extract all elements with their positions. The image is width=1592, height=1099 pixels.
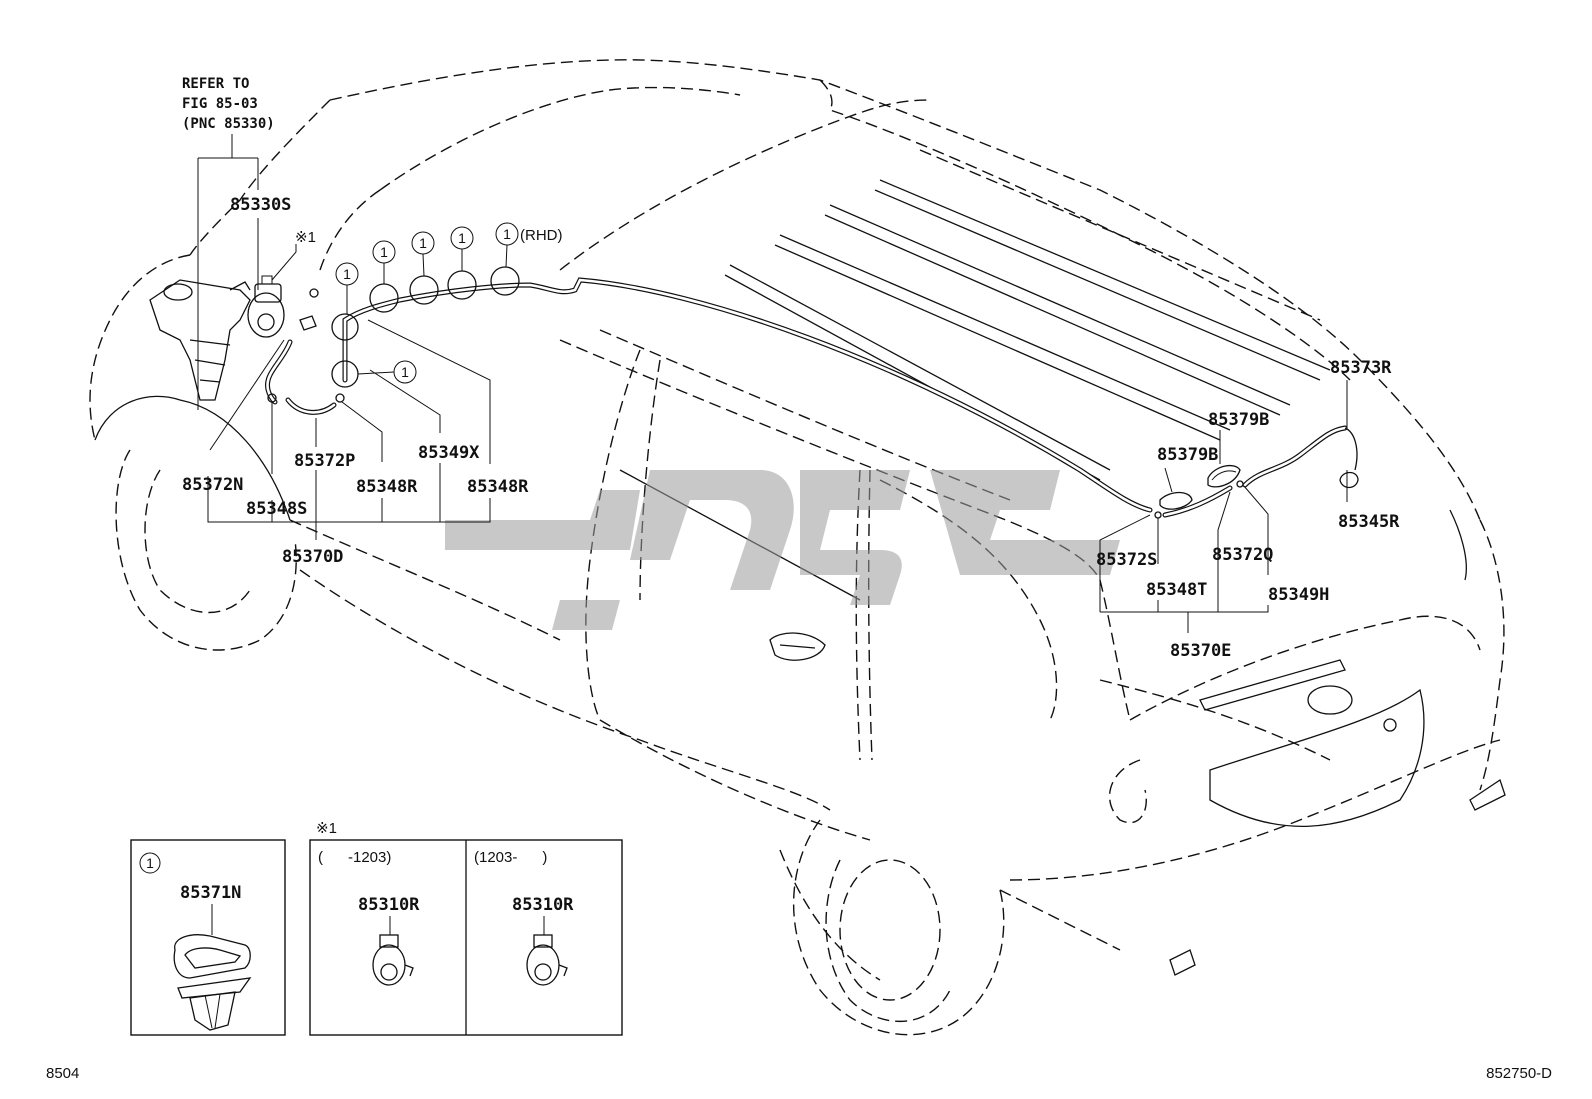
label-85349H: 85349H (1268, 585, 1329, 605)
front-hose-85372P (285, 397, 337, 415)
label-85370D: 85370D (282, 547, 343, 567)
label-85348T: 85348T (1146, 580, 1207, 600)
rhd-note: (RHD) (520, 227, 563, 244)
motor-range-right: (1203- ) (474, 849, 547, 866)
note-symbol-top: ※1 (295, 229, 316, 246)
rear-hose-85372Q (1162, 485, 1233, 518)
rear-grommet-85379B-a (1159, 491, 1193, 510)
front-hose-85372N (265, 339, 293, 405)
rear-grommet-85379B-b (1207, 464, 1241, 488)
callout-1-d: 1 (458, 230, 466, 246)
label-85348R-front: 85348R (356, 477, 418, 497)
leader-lines (197, 134, 1348, 633)
label-85349X: 85349X (418, 443, 480, 463)
inset-clip-callout: 1 (146, 855, 154, 871)
rear-hose-tail (1344, 427, 1358, 471)
rear-hose-85373R (1242, 425, 1348, 488)
watermark-logo (445, 470, 1120, 630)
small-fittings (299, 288, 319, 331)
inset-clip-box: 1 85371N (130, 839, 286, 1036)
label-85348R-roof: 85348R (467, 477, 529, 497)
refer-note-line-2: FIG 85-03 (182, 96, 258, 112)
motor-range-left: ( -1203) (318, 849, 391, 866)
label-85371N: 85371N (180, 883, 241, 903)
washer-tank-assembly (149, 279, 251, 401)
label-85345R: 85345R (1338, 512, 1400, 532)
clip-callouts: 1 1 1 1 1 1 (331, 222, 520, 388)
label-85379B-upper: 85379B (1208, 410, 1269, 430)
callout-1-a: 1 (343, 266, 351, 282)
vehicle-outline (89, 59, 1506, 1036)
note-symbol-inset: ※1 (316, 820, 337, 837)
callout-1-b: 1 (380, 244, 388, 260)
label-85372S: 85372S (1096, 550, 1157, 570)
motor-drawing-right (526, 934, 568, 986)
callout-1-f: 1 (401, 364, 409, 380)
label-85372N: 85372N (182, 475, 243, 495)
joint-85348R (335, 393, 345, 403)
washer-motor-85330S (247, 275, 285, 338)
label-85370E: 85370E (1170, 641, 1231, 661)
motor-drawing-left (372, 934, 414, 986)
label-85330S: 85330S (230, 195, 291, 215)
footer-code-right: 852750-D (1486, 1065, 1552, 1082)
joint-85348T (1154, 511, 1162, 519)
label-85310R-right: 85310R (512, 895, 574, 915)
footer-code-left: 8504 (46, 1065, 79, 1082)
label-85379B-lower: 85379B (1157, 445, 1218, 465)
label-85348S: 85348S (246, 499, 307, 519)
label-85372Q: 85372Q (1212, 545, 1273, 565)
rear-nozzle-85345R (1339, 471, 1359, 489)
inset-motor-box: ※1 ( -1203) (1203- ) 85310R 85310R (309, 820, 623, 1036)
refer-note-line-1: REFER TO (182, 76, 249, 92)
roof-hose-85349X (342, 277, 1153, 513)
label-85373R: 85373R (1330, 358, 1392, 378)
label-85372P: 85372P (294, 451, 355, 471)
callout-1-e: 1 (503, 226, 511, 242)
label-85310R-left: 85310R (358, 895, 420, 915)
joint-85349H (1236, 480, 1244, 488)
refer-note: REFER TO FIG 85-03 (PNC 85330) (182, 76, 275, 132)
refer-note-line-3: (PNC 85330) (182, 116, 275, 132)
callout-1-c: 1 (419, 235, 427, 251)
clip-part-drawing (173, 934, 252, 1031)
